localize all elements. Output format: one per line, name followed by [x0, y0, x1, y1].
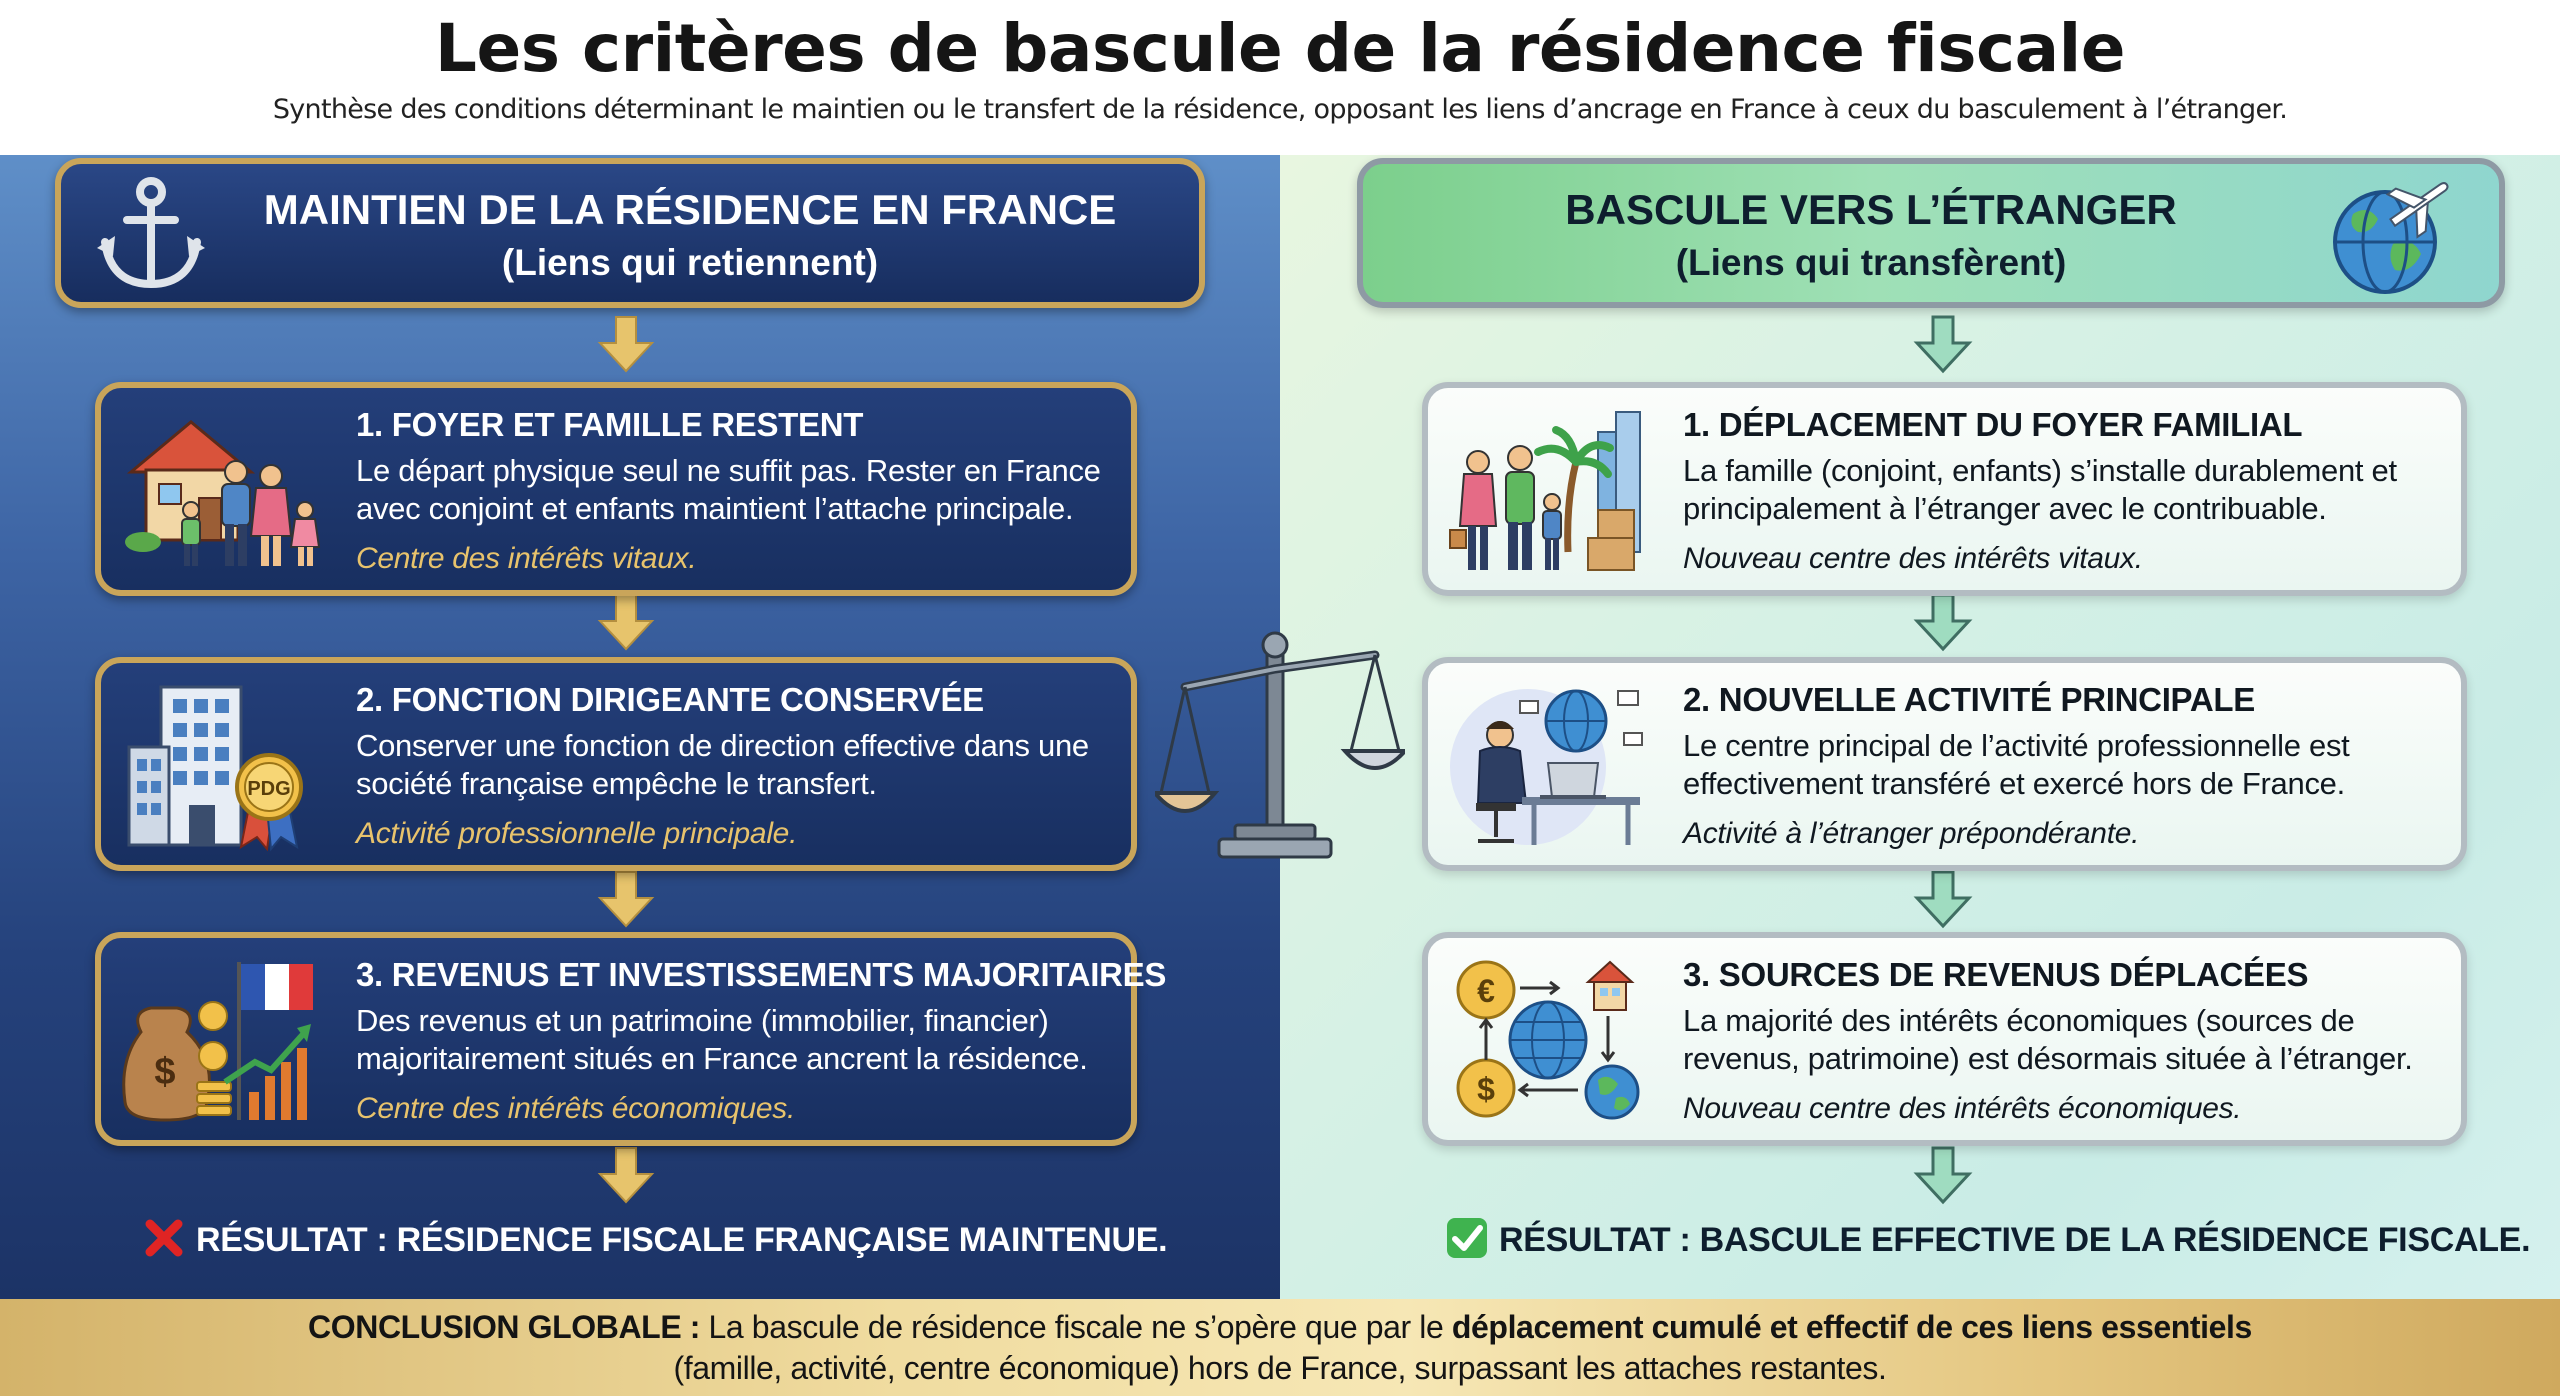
red-cross-icon [145, 1219, 183, 1257]
conclusion-label: CONCLUSION GLOBALE : [308, 1309, 701, 1345]
left-result-text: RÉSULTAT : RÉSIDENCE FISCALE FRANÇAISE M… [196, 1220, 1168, 1259]
svg-text:$: $ [154, 1051, 175, 1093]
anchor-icon [97, 177, 205, 289]
globe-airplane-icon [2333, 182, 2449, 294]
left-header-title: MAINTIEN DE LA RÉSIDENCE EN FRANCE [263, 186, 1117, 233]
card-description: La majorité des intérêts économiques (so… [1683, 1003, 2413, 1076]
left-card-revenus-investissements: $ 3. REVENUS ET INVESTISSEMENTS MAJORITA… [95, 932, 1166, 1146]
header: Les critères de bascule de la résidence … [0, 0, 2560, 155]
right-header-title: BASCULE VERS L’ÉTRANGER [1565, 186, 2177, 233]
right-arrow-1 [1913, 315, 1973, 374]
right-card-nouvelle-activite: 2. NOUVELLE ACTIVITÉ PRINCIPALE Le centr… [1422, 657, 2467, 871]
conclusion-text-1: La bascule de résidence fiscale ne s’opè… [700, 1309, 1452, 1345]
left-result: RÉSULTAT : RÉSIDENCE FISCALE FRANÇAISE M… [142, 1219, 1168, 1264]
left-card-foyer-famille: 1. FOYER ET FAMILLE RESTENT Le départ ph… [95, 382, 1137, 596]
svg-text:PDG: PDG [247, 778, 290, 800]
right-header-subtitle: (Liens qui transfèrent) [1675, 242, 2067, 283]
right-card-deplacement-foyer: 1. DÉPLACEMENT DU FOYER FAMILIAL La fami… [1422, 382, 2467, 596]
card-title: 1. DÉPLACEMENT DU FOYER FAMILIAL [1683, 406, 2303, 443]
card-note: Centre des intérêts vitaux. [356, 542, 697, 575]
right-arrow-4 [1913, 1146, 1973, 1205]
right-arrow-3 [1913, 870, 1973, 929]
conclusion-line-2: (famille, activité, centre économique) h… [673, 1350, 1887, 1386]
building-pdg-badge-icon: PDG [127, 685, 303, 852]
svg-text:€: € [1477, 973, 1495, 1009]
card-note: Activité à l’étranger prépondérante. [1683, 817, 2140, 850]
svg-text:$: $ [1477, 1071, 1495, 1107]
card-note: Nouveau centre des intérêts vitaux. [1683, 542, 2143, 575]
right-result: RÉSULTAT : BASCULE EFFECTIVE DE LA RÉSID… [1445, 1218, 2531, 1264]
page-title: Les critères de bascule de la résidence … [434, 10, 2126, 87]
family-house-icon [125, 420, 321, 566]
green-check-icon [1447, 1218, 1487, 1258]
card-description: Des revenus et un patrimoine (immobilier… [356, 1003, 1088, 1076]
card-title: 2. FONCTION DIRIGEANTE CONSERVÉE [356, 681, 984, 718]
card-description: Le départ physique seul ne suffit pas. R… [356, 453, 1101, 526]
remote-worker-globe-icon [1450, 689, 1643, 845]
conclusion-emphasis: déplacement cumulé et effectif de ces li… [1451, 1309, 2252, 1345]
left-header-card: MAINTIEN DE LA RÉSIDENCE EN FRANCE (Lien… [55, 158, 1205, 308]
left-arrow-2 [597, 594, 655, 651]
card-title: 3. REVENUS ET INVESTISSEMENTS MAJORITAIR… [356, 956, 1167, 993]
conclusion-banner: CONCLUSION GLOBALE : La bascule de résid… [0, 1299, 2560, 1396]
right-arrow-2 [1913, 593, 1973, 652]
card-note: Nouveau centre des intérêts économiques. [1683, 1092, 2242, 1125]
left-arrow-4 [597, 1147, 655, 1204]
family-palm-city-icon [1449, 411, 1641, 571]
right-card-sources-revenus: € $ 3. SOURCES DE REVENUS DÉPLACÉES La m… [1422, 932, 2467, 1146]
card-note: Centre des intérêts économiques. [356, 1092, 795, 1125]
right-result-text: RÉSULTAT : BASCULE EFFECTIVE DE LA RÉSID… [1499, 1220, 2531, 1259]
currency-globe-exchange-icon: € $ [1456, 960, 1640, 1120]
left-arrow-1 [597, 316, 655, 373]
card-description: Conserver une fonction de direction effe… [356, 728, 1089, 801]
left-card-fonction-dirigeante: PDG 2. FONCTION DIRIGEANTE CONSERVÉE Con… [95, 657, 1137, 871]
money-bag-french-flag-icon: $ [122, 962, 313, 1122]
card-title: 2. NOUVELLE ACTIVITÉ PRINCIPALE [1683, 681, 2255, 718]
card-description: Le centre principal de l’activité profes… [1683, 728, 2350, 801]
card-note: Activité professionnelle principale. [356, 817, 798, 850]
conclusion-line-1: CONCLUSION GLOBALE : La bascule de résid… [0, 1309, 2560, 1346]
scale-of-justice-icon [1155, 631, 1405, 859]
left-arrow-3 [597, 871, 655, 928]
card-description: La famille (conjoint, enfants) s’install… [1683, 453, 2397, 526]
card-title: 3. SOURCES DE REVENUS DÉPLACÉES [1683, 956, 2309, 993]
card-title: 1. FOYER ET FAMILLE RESTENT [356, 406, 864, 443]
right-header-card: BASCULE VERS L’ÉTRANGER (Liens qui trans… [1357, 158, 2505, 308]
page-subtitle: Synthèse des conditions déterminant le m… [272, 94, 2288, 125]
left-header-subtitle: (Liens qui retiennent) [501, 242, 879, 283]
